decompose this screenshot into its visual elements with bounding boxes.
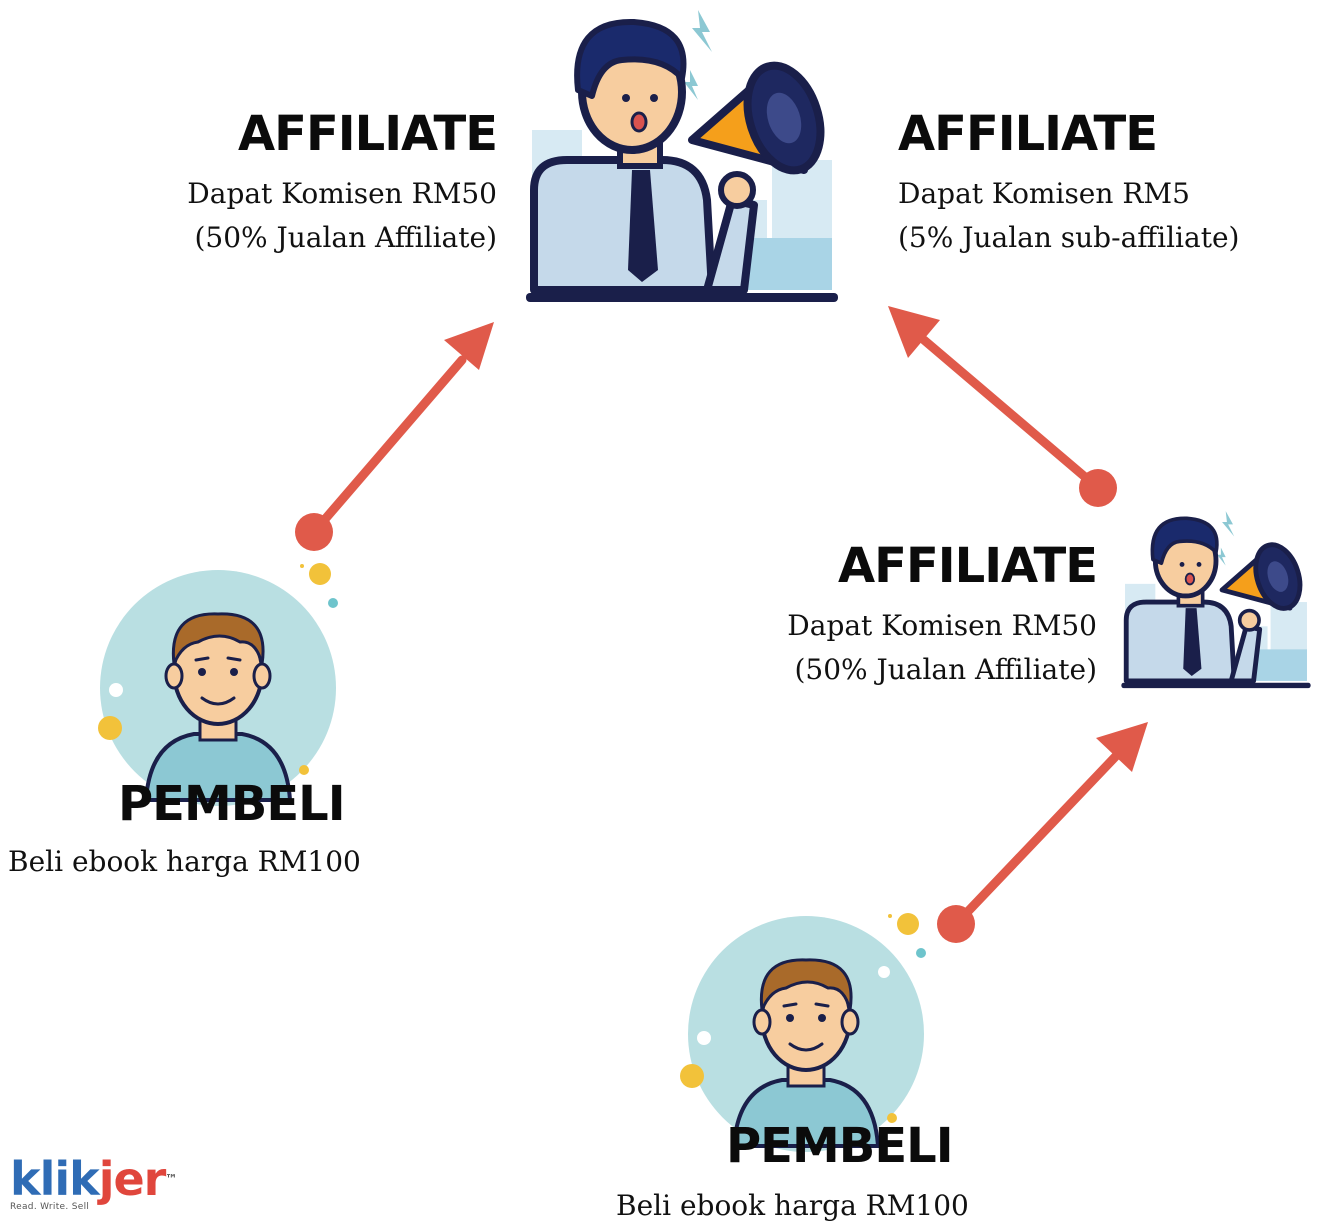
buyer-left-description: Beli ebook harga RM100 [8,845,361,878]
arrow-start-dot [1079,469,1117,507]
buyer-left-avatar-illustration [98,563,338,806]
buyer-bottom-avatar-illustration [680,913,926,1152]
buyer-bottom-description: Beli ebook harga RM100 [616,1189,969,1222]
affiliate-megaphone-illustration [526,10,838,302]
affiliate-top-right-title: AFFILIATE [898,106,1158,162]
affiliate-sub-title: AFFILIATE [838,538,1098,594]
arrow-start-dot [937,905,975,943]
affiliate-top-title: AFFILIATE [238,106,498,162]
arrow-start-dot [295,513,333,551]
arrow-buyer-bottom-to-sub-affiliate [937,722,1148,943]
logo-text-klik: klik [10,1152,100,1206]
affiliate-top-right-percentage: (5% Jualan sub-affiliate) [898,221,1240,254]
affiliate-sub-commission: Dapat Komisen RM50 [787,609,1097,642]
affiliate-sub-label-group: AFFILIATE Dapat Komisen RM50 (50% Jualan… [787,538,1098,692]
klikjer-logo: klikjer™ Read. Write. Sell [10,1156,177,1212]
sub-affiliate-megaphone-illustration [1121,511,1311,689]
logo-tm: ™ [165,1172,177,1186]
affiliate-top-percentage: (50% Jualan Affiliate) [194,221,497,254]
arrow-buyer-left-to-affiliate [295,322,494,551]
affiliate-sub-percentage: (50% Jualan Affiliate) [794,653,1097,686]
arrow-sub-affiliate-to-affiliate [888,306,1117,507]
affiliate-top-right-label-group: AFFILIATE Dapat Komisen RM5 (5% Jualan s… [898,108,1239,260]
affiliate-top-commission: Dapat Komisen RM50 [187,177,497,210]
affiliate-top-label-group: AFFILIATE Dapat Komisen RM50 (50% Jualan… [187,106,498,260]
buyer-bottom-title: PEMBELI [726,1118,954,1174]
affiliate-top-right-commission: Dapat Komisen RM5 [898,177,1190,210]
logo-text-jer: jer [98,1152,167,1206]
buyer-left-title: PEMBELI [118,776,346,832]
logo-tagline: Read. Write. Sell [10,1202,90,1212]
